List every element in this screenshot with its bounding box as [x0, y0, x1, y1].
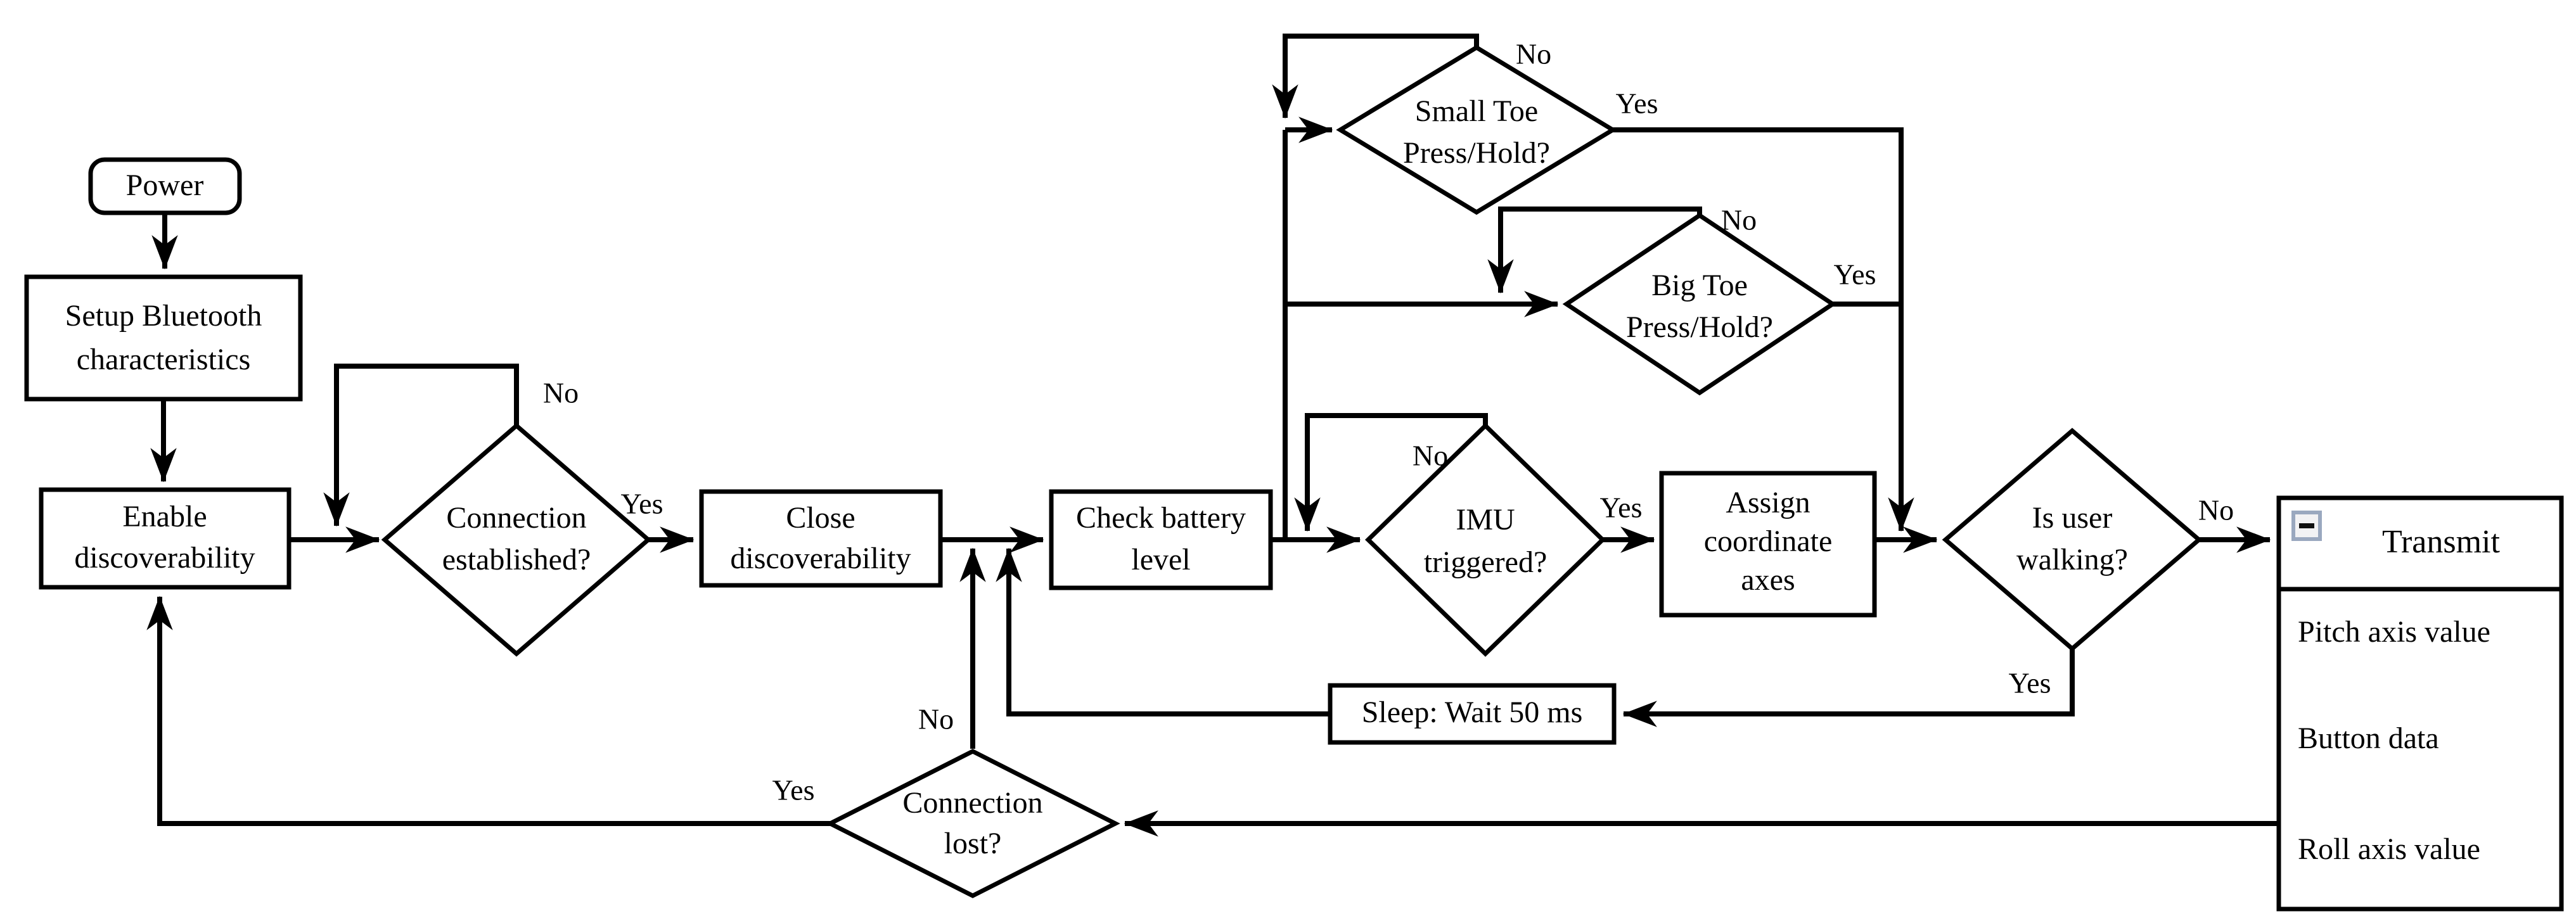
node-bigtoe-line2: Press/Hold? — [1626, 310, 1773, 344]
node-sleep-wait — [1328, 683, 1617, 745]
edge-lost-yes — [146, 595, 830, 826]
node-assign-axes — [1659, 471, 1877, 618]
node-smalltoe-line1: Small Toe — [1415, 94, 1538, 128]
node-imu-triggered — [1364, 423, 1606, 657]
node-setup-line2: characteristics — [77, 343, 251, 376]
edges — [146, 34, 2279, 837]
label-imu-yes: Yes — [1600, 492, 1643, 524]
label-lost-yes: Yes — [772, 774, 815, 806]
label-bigtoe-yes: Yes — [1834, 258, 1876, 291]
node-walk-line2: walking? — [2016, 543, 2128, 576]
label-walk-yes: Yes — [2009, 667, 2051, 699]
node-lost-line2: lost? — [944, 827, 1002, 860]
node-is-user-walking — [1942, 428, 2203, 652]
node-setup-line1: Setup Bluetooth — [65, 299, 262, 333]
node-lost-line1: Connection — [902, 786, 1042, 820]
node-check-line2: level — [1131, 543, 1190, 576]
label-smalltoe-no: No — [1516, 38, 1551, 70]
label-conn-yes: Yes — [621, 488, 663, 520]
node-close-line2: discoverability — [730, 542, 911, 575]
transmit-box — [2276, 495, 2564, 912]
edge-imu-no-loop — [1294, 413, 1488, 532]
edge-walk-yes — [1622, 649, 2075, 727]
node-assign-line2: coordinate — [1704, 525, 1833, 558]
edge-bigtoe-no-loop — [1487, 207, 1702, 294]
node-check-line1: Check battery — [1076, 501, 1246, 535]
node-check-battery — [1049, 489, 1273, 590]
node-setup-bluetooth — [24, 274, 303, 402]
edge-conn-no-loop — [323, 364, 519, 527]
node-enable-line2: discoverability — [74, 541, 255, 575]
node-power — [88, 157, 242, 215]
transmit-item-button: Button data — [2298, 722, 2439, 755]
transmit-item-pitch: Pitch axis value — [2298, 615, 2490, 649]
node-close-discoverability — [699, 489, 943, 588]
node-power-label: Power — [126, 169, 204, 202]
node-connection-lost — [825, 749, 1120, 898]
edge-labels: No Yes No Yes No Yes No Yes No Yes No Ye… — [543, 38, 2234, 806]
node-imu-line2: triggered? — [1424, 545, 1548, 579]
node-conn-line2: established? — [442, 543, 591, 576]
label-imu-no: No — [1413, 440, 1448, 472]
node-smalltoe-line2: Press/Hold? — [1403, 136, 1550, 170]
node-small-toe — [1336, 44, 1617, 215]
node-conn-line1: Connection — [446, 501, 586, 535]
edge-smalltoe-yes — [1613, 127, 1914, 532]
node-walk-line1: Is user — [2032, 501, 2113, 535]
nodes: Power Setup Bluetooth characteristics En… — [24, 44, 2564, 912]
node-transmit-group: Transmit Pitch axis value Button data Ro… — [2276, 495, 2564, 912]
node-assign-line1: Assign — [1726, 486, 1810, 519]
node-bigtoe-line1: Big Toe — [1651, 269, 1748, 302]
node-enable-line1: Enable — [122, 500, 207, 533]
collapse-minus-icon[interactable] — [2291, 511, 2322, 541]
label-lost-no: No — [918, 703, 954, 735]
node-sleep-label: Sleep: Wait 50 ms — [1362, 696, 1583, 729]
node-assign-line3: axes — [1741, 563, 1795, 597]
node-connection-established — [381, 423, 652, 657]
transmit-title: Transmit — [2382, 524, 2500, 560]
label-conn-no: No — [543, 377, 579, 409]
node-enable-discoverability — [39, 487, 292, 590]
transmit-item-roll: Roll axis value — [2298, 832, 2480, 866]
edge-smalltoe-no-loop — [1272, 34, 1479, 119]
label-bigtoe-no: No — [1721, 204, 1757, 236]
label-walk-no: No — [2198, 494, 2234, 526]
node-imu-line1: IMU — [1456, 503, 1515, 537]
label-smalltoe-yes: Yes — [1616, 87, 1658, 120]
node-big-toe — [1562, 212, 1837, 396]
edge-sleep-return — [996, 547, 1330, 716]
node-close-line1: Close — [786, 501, 855, 535]
